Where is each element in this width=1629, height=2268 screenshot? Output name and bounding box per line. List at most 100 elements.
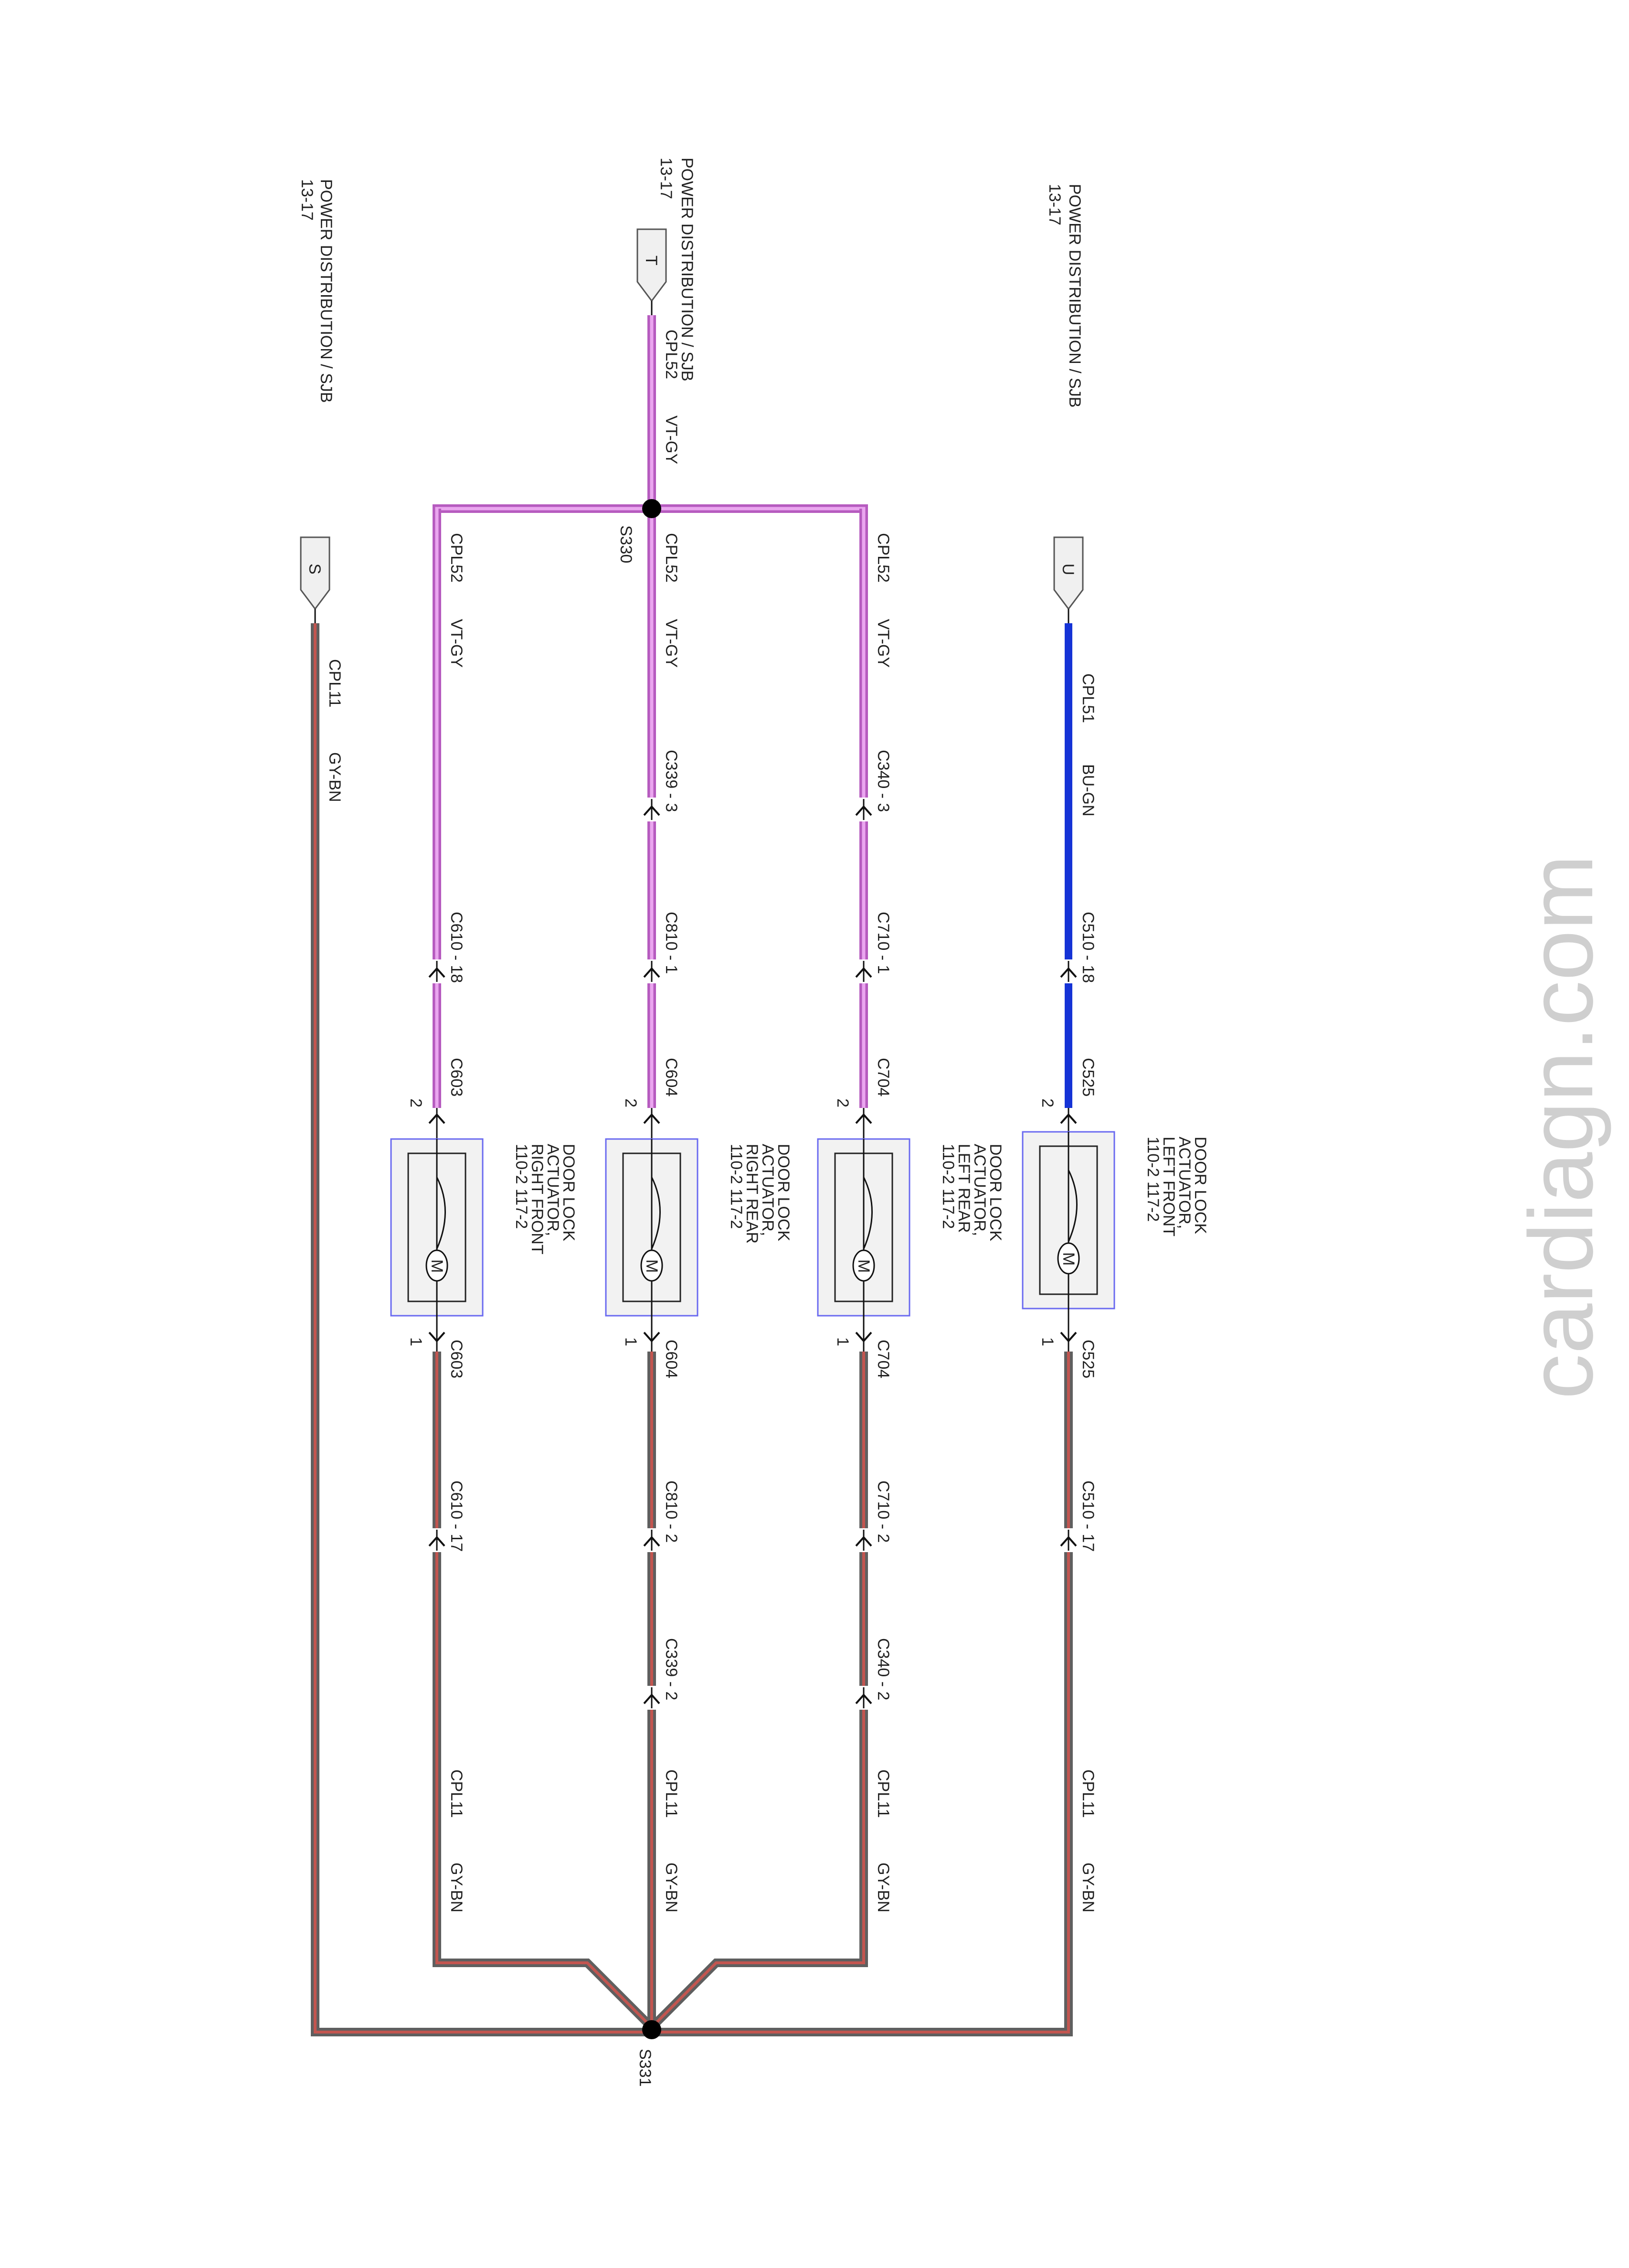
pin-arrow-icon: [1060, 1113, 1077, 1124]
pin-arrow-icon: [855, 1113, 872, 1124]
circuit-label: CPL11: [874, 1769, 892, 1818]
module-label: 110-2 117-2: [512, 1144, 530, 1229]
module-label: DOOR LOCK: [774, 1144, 793, 1241]
module-connector-label: C704: [874, 1340, 892, 1378]
ground-circuit-label: CPL11: [326, 659, 344, 707]
module-connector-label: C604: [662, 1340, 680, 1378]
wire-color-label: VT-GY: [662, 619, 680, 668]
module-connector-label: C604: [662, 1058, 680, 1097]
connector-label: C510 - 18: [1079, 912, 1097, 983]
wire-color-label: GY-BN: [874, 1863, 892, 1913]
connector-label: C339 - 3: [662, 750, 680, 812]
pin-number: 1: [407, 1337, 425, 1346]
motor-icon: [852, 1249, 875, 1282]
connector-label: C340 - 2: [874, 1638, 892, 1700]
ground-color-label: GY-BN: [326, 752, 344, 802]
module-label: ACTUATOR,: [544, 1144, 562, 1236]
rf-return-wire: [433, 1910, 655, 2031]
connector-label: C710 - 2: [874, 1480, 892, 1543]
connector-label: C810 - 2: [662, 1480, 680, 1543]
circuit-label: CPL51: [1079, 673, 1097, 723]
module-label: 110-2 117-2: [727, 1144, 745, 1229]
source-u-pin-label: U: [1059, 564, 1077, 575]
lr-return-wire: [648, 1910, 868, 2031]
connector-label: C610 - 17: [447, 1480, 465, 1552]
module-label: ACTUATOR,: [1175, 1137, 1194, 1229]
module-label: RIGHT FRONT: [528, 1144, 546, 1255]
wire-color-label: VT-GY: [874, 619, 892, 668]
source-left: POWER DISTRIBUTION / SJB 13-17: [298, 179, 335, 403]
source-title: POWER DISTRIBUTION / SJB: [678, 158, 696, 381]
connector-chevron-icon: [643, 805, 660, 816]
circuit-label: CPL52: [447, 533, 465, 583]
pin-number: 1: [622, 1337, 640, 1346]
module-label: 110-2 117-2: [1144, 1137, 1162, 1222]
connector-label: C340 - 3: [874, 750, 892, 812]
connector-chevron-icon: [855, 967, 872, 978]
feed-color-label: VT-GY: [662, 415, 680, 464]
source-page-ref[interactable]: 13-17: [657, 158, 675, 199]
lr-return-wire-stripe: [650, 1910, 865, 2029]
module-label: LEFT REAR: [955, 1144, 973, 1233]
circuit-label: CPL11: [662, 1769, 680, 1818]
source-t-connector-icon: [636, 228, 667, 302]
source-s-pin-label: S: [306, 564, 324, 575]
motor-icon: [1057, 1242, 1080, 1275]
connector-chevron-icon: [643, 967, 660, 978]
pin-number: 2: [1038, 1098, 1057, 1107]
pin-number: 2: [834, 1098, 852, 1107]
connector-chevron-icon: [1060, 1535, 1077, 1547]
circuit-label: CPL11: [1079, 1769, 1097, 1818]
connector-chevron-icon: [855, 1693, 872, 1704]
connector-label: C610 - 18: [447, 912, 465, 983]
pin-number: 1: [1038, 1337, 1057, 1346]
connector-chevron-icon: [428, 967, 445, 978]
ground-return-wire: [311, 623, 1073, 2036]
source-page-ref[interactable]: 13-17: [1046, 184, 1064, 225]
source-right: POWER DISTRIBUTION / SJB 13-17: [1046, 184, 1084, 407]
splice-s331: [642, 2020, 661, 2039]
source-title: POWER DISTRIBUTION / SJB: [317, 179, 335, 403]
wire-color-label: GY-BN: [447, 1863, 465, 1913]
feed-circuit-label: CPL52: [662, 330, 680, 379]
pin-arrow-icon: [428, 1331, 445, 1343]
module-connector-label: C704: [874, 1058, 892, 1097]
source-page-ref[interactable]: 13-17: [298, 179, 316, 221]
switch-icon: [863, 1177, 873, 1249]
connector-label: C810 - 1: [662, 912, 680, 974]
connector-chevron-icon: [855, 805, 872, 816]
pin-number: 1: [834, 1337, 852, 1346]
switch-icon: [651, 1177, 661, 1249]
pin-arrow-icon: [855, 1331, 872, 1343]
pin-arrow-icon: [643, 1331, 660, 1343]
module-label: ACTUATOR,: [971, 1144, 989, 1236]
switch-icon: [436, 1177, 446, 1249]
splice-label: S331: [636, 2049, 654, 2087]
rf-return-wire-stripe: [435, 1910, 653, 2029]
connector-label: C710 - 1: [874, 912, 892, 974]
ground-return-wire-stripe: [314, 623, 1070, 2034]
connector-chevron-icon: [855, 1535, 872, 1547]
pin-arrow-icon: [428, 1113, 445, 1124]
module-label: DOOR LOCK: [986, 1144, 1005, 1241]
module-label: DOOR LOCK: [1191, 1137, 1209, 1234]
connector-chevron-icon: [643, 1693, 660, 1704]
source-t-pin-label: T: [642, 256, 660, 266]
circuit-label: CPL11: [447, 1769, 465, 1818]
connector-label: C339 - 2: [662, 1638, 680, 1700]
splice-label: S330: [617, 525, 635, 563]
module-connector-label: C603: [447, 1340, 465, 1378]
motor-symbol: M: [643, 1259, 661, 1273]
source-s-connector-icon: [300, 536, 330, 610]
source-u-connector-icon: [1053, 536, 1084, 610]
wire-color-label: GY-BN: [662, 1863, 680, 1913]
pin-number: 2: [622, 1098, 640, 1107]
connector-chevron-icon: [643, 1535, 660, 1547]
source-middle: POWER DISTRIBUTION / SJB 13-17: [657, 158, 696, 381]
wire-color-label: GY-BN: [1079, 1863, 1097, 1913]
circuit-label: CPL52: [662, 533, 680, 583]
connector-chevron-icon: [428, 1535, 445, 1547]
